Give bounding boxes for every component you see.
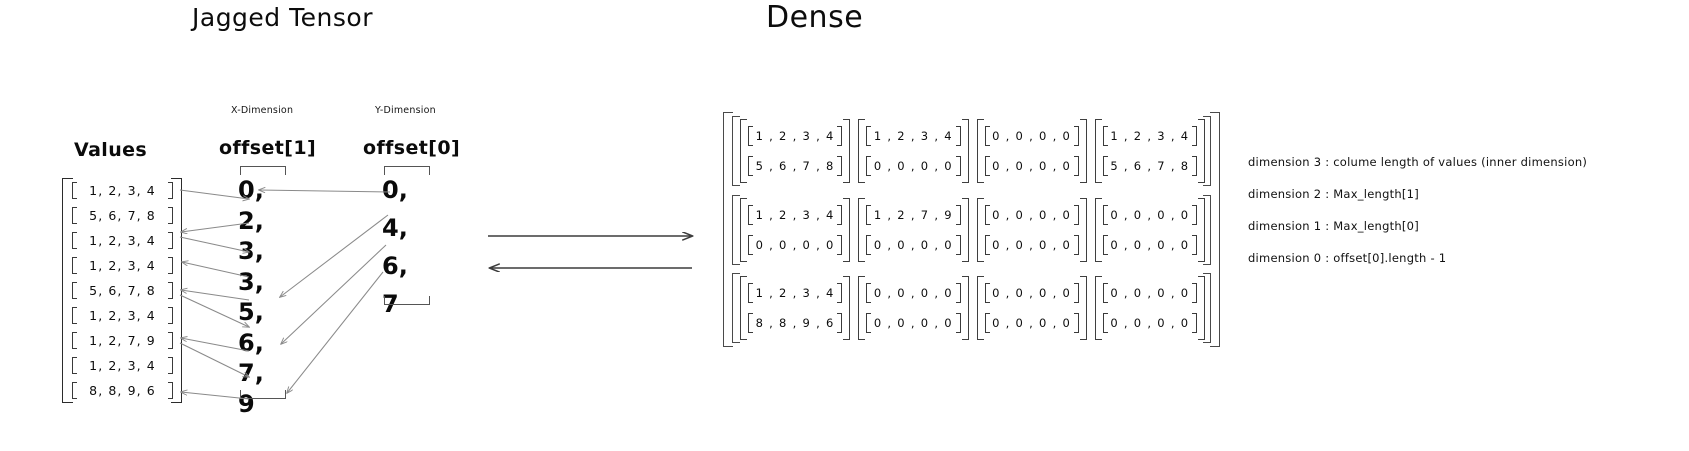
offset1-heading: offset[1]	[219, 137, 317, 159]
offset1-item: 3,	[238, 267, 264, 296]
dense-vector: 1 , 2 , 3 , 4	[866, 126, 961, 146]
dense-cell: 1 , 2 , 3 , 4 5 , 6 , 7 , 8	[1094, 115, 1206, 187]
dense-cell: 1 , 2 , 3 , 4 8 , 8 , 9 , 6	[740, 272, 851, 344]
offset1-top-bracket	[240, 166, 286, 175]
offset0-top-bracket	[384, 166, 430, 175]
value-row: 1, 2, 7, 9	[71, 330, 174, 351]
offset1-item: 0,	[238, 176, 264, 204]
dense-outer-bracket	[723, 112, 1220, 347]
offset0-item: 4,	[382, 214, 408, 242]
value-row: 5, 6, 7, 8	[71, 205, 174, 226]
dense-cell: 0 , 0 , 0 , 0 0 , 0 , 0 , 0	[1094, 194, 1206, 266]
annotation-line: dimension 1 : Max_length[0]	[1248, 219, 1419, 233]
value-row: 1, 2, 3, 4	[71, 255, 174, 276]
dense-vector: 0 , 0 , 0 , 0	[984, 234, 1080, 255]
dense-vector: 1 , 2 , 3 , 4	[1102, 126, 1198, 146]
dense-vector: 0 , 0 , 0 , 0	[984, 126, 1080, 146]
dense-cell: 0 , 0 , 0 , 0 0 , 0 , 0 , 0	[858, 272, 969, 344]
dense-cell: 1 , 2 , 7 , 9 0 , 0 , 0 , 0	[858, 194, 969, 266]
dense-vector: 0 , 0 , 0 , 0	[984, 313, 1080, 333]
dense-vector: 0 , 0 , 0 , 0	[866, 313, 961, 333]
dense-vector: 0 , 0 , 0 , 0	[866, 283, 961, 303]
dense-vector: 0 , 0 , 0 , 0	[1102, 204, 1198, 225]
offset1-item: 3,	[238, 237, 264, 265]
dense-vector: 1 , 2 , 3 , 4	[747, 204, 843, 225]
offset1-item: 5,	[238, 298, 264, 326]
value-row: 5, 6, 7, 8	[71, 280, 174, 301]
value-row: 1, 2, 3, 4	[71, 180, 174, 201]
dense-cell: 1 , 2 , 3 , 4 5 , 6 , 7 , 8	[740, 115, 851, 187]
value-row: 8, 8, 9, 6	[71, 380, 174, 401]
dense-vector: 0 , 0 , 0 , 0	[747, 234, 843, 255]
dense-vector: 1 , 2 , 3 , 4	[747, 126, 843, 146]
dense-vector: 5 , 6 , 7 , 8	[747, 156, 843, 176]
offset1-item: 2,	[238, 206, 264, 235]
dense-cell: 0 , 0 , 0 , 0 0 , 0 , 0 , 0	[976, 272, 1088, 344]
dense-vector: 0 , 0 , 0 , 0	[984, 156, 1080, 176]
offset1-bottom-bracket	[240, 390, 286, 399]
dense-title: Dense	[766, 0, 864, 35]
offset0-item: 6,	[382, 252, 408, 280]
dense-vector: 0 , 0 , 0 , 0	[984, 283, 1080, 303]
x-dimension-caption: X-Dimension	[231, 105, 294, 116]
dense-vector: 0 , 0 , 0 , 0	[1102, 313, 1198, 333]
offset1-items: 0,2,3,3,5,6,7,9	[238, 178, 302, 416]
offset0-heading: offset[0]	[363, 137, 461, 159]
dense-row: 1 , 2 , 3 , 4 0 , 0 , 0 , 0 1 , 2 , 7 , 9 0…	[732, 194, 1211, 266]
dense-cell: 0 , 0 , 0 , 0 0 , 0 , 0 , 0	[1094, 272, 1206, 344]
offset1-item: 7,	[238, 359, 264, 387]
offset0-column: 0,4,6,7	[382, 166, 446, 330]
dense-cell: 1 , 2 , 3 , 4 0 , 0 , 0 , 0	[740, 194, 851, 266]
dense-vector: 0 , 0 , 0 , 0	[866, 234, 961, 255]
dense-vector: 1 , 2 , 7 , 9	[866, 204, 961, 225]
conversion-arrows	[488, 222, 701, 280]
offset0-bottom-bracket	[384, 296, 430, 305]
dense-vector: 5 , 6 , 7 , 8	[1102, 156, 1198, 176]
dense-vector: 0 , 0 , 0 , 0	[866, 156, 961, 176]
value-row: 1, 2, 3, 4	[71, 355, 174, 376]
dense-vector: 0 , 0 , 0 , 0	[984, 204, 1080, 225]
dense-vector: 0 , 0 , 0 , 0	[1102, 283, 1198, 303]
dense-vector: 8 , 8 , 9 , 6	[747, 313, 843, 333]
offset0-item: 0,	[382, 176, 408, 204]
dense-cell: 1 , 2 , 3 , 4 0 , 0 , 0 , 0	[858, 115, 969, 187]
values-heading: Values	[74, 139, 148, 161]
dense-cell: 0 , 0 , 0 , 0 0 , 0 , 0 , 0	[976, 194, 1088, 266]
dense-matrix: 1 , 2 , 3 , 4 5 , 6 , 7 , 8 1 , 2 , 3 , 4 0…	[723, 112, 1220, 347]
annotation-line: dimension 0 : offset[0].length - 1	[1248, 251, 1447, 265]
offset1-item: 6,	[238, 328, 264, 357]
y-dimension-caption: Y-Dimension	[375, 105, 436, 116]
value-row: 1, 2, 3, 4	[71, 305, 174, 326]
annotation-line: dimension 3 : colume length of values (i…	[1248, 155, 1588, 169]
values-bracket-left	[62, 178, 73, 403]
dense-cell: 0 , 0 , 0 , 0 0 , 0 , 0 , 0	[976, 115, 1088, 187]
annotation-line: dimension 2 : Max_length[1]	[1248, 187, 1419, 201]
offset1-column: 0,2,3,3,5,6,7,9	[238, 166, 302, 422]
dense-vector: 1 , 2 , 3 , 4	[747, 283, 843, 303]
dimension-annotations: dimension 3 : colume length of values (i…	[1248, 155, 1668, 283]
jagged-tensor-title: Jagged Tensor	[192, 3, 373, 32]
values-list: 1, 2, 3, 4 5, 6, 7, 8 1, 2, 3, 4 1, 2, 3, 4…	[62, 178, 182, 403]
value-row: 1, 2, 3, 4	[71, 230, 174, 251]
values-rows-container: 1, 2, 3, 4 5, 6, 7, 8 1, 2, 3, 4 1, 2, 3, 4…	[71, 180, 174, 401]
dense-rows-container: 1 , 2 , 3 , 4 5 , 6 , 7 , 8 1 , 2 , 3 , 4 0…	[732, 115, 1211, 344]
dense-row: 1 , 2 , 3 , 4 5 , 6 , 7 , 8 1 , 2 , 3 , 4 0…	[732, 115, 1211, 187]
dense-vector: 0 , 0 , 0 , 0	[1102, 234, 1198, 255]
